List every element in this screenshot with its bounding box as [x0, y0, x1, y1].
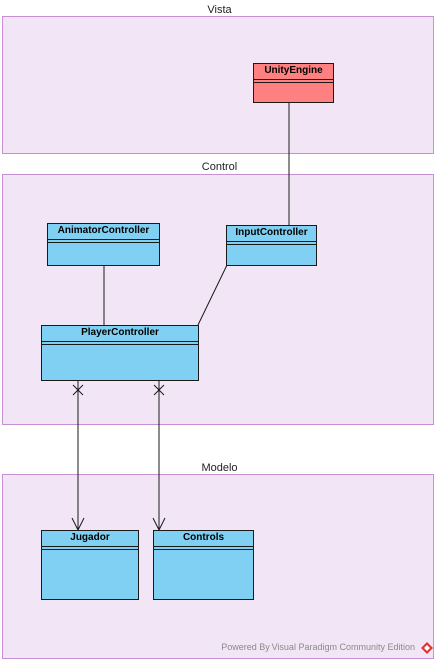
non-navigable-x-icon	[72, 384, 84, 396]
class-player-controller[interactable]: PlayerController	[41, 325, 199, 381]
class-name-player-controller: PlayerController	[81, 327, 159, 338]
package-label-control: Control	[201, 161, 238, 173]
class-separator	[154, 549, 253, 550]
class-separator	[42, 546, 138, 547]
package-vista	[2, 16, 434, 154]
package-label-modelo: Modelo	[201, 462, 238, 474]
class-separator	[42, 344, 198, 345]
class-separator	[227, 244, 316, 245]
class-separator	[42, 341, 198, 342]
association-input-player	[197, 264, 228, 326]
class-name-controls: Controls	[182, 532, 225, 543]
class-separator	[227, 241, 316, 242]
class-name-input-controller: InputController	[235, 227, 308, 238]
non-navigable-x-icon	[153, 384, 165, 396]
package-control	[2, 174, 434, 425]
footer-watermark-text: Powered By Visual Paradigm Community Edi…	[221, 642, 415, 652]
class-separator	[48, 239, 159, 240]
class-input-controller[interactable]: InputController	[226, 225, 317, 266]
visual-paradigm-logo-icon	[421, 642, 433, 654]
class-unity-engine[interactable]: UnityEngine	[253, 63, 334, 103]
class-separator	[154, 546, 253, 547]
class-name-jugador: Jugador	[70, 532, 110, 543]
class-name-unity-engine: UnityEngine	[264, 65, 323, 76]
class-jugador[interactable]: Jugador	[41, 530, 139, 600]
class-animator-controller[interactable]: AnimatorController	[47, 223, 160, 266]
package-label-vista: Vista	[207, 4, 232, 16]
class-separator	[254, 79, 333, 80]
class-separator	[48, 242, 159, 243]
class-separator	[42, 549, 138, 550]
class-name-animator-controller: AnimatorController	[57, 225, 150, 236]
class-separator	[254, 82, 333, 83]
class-controls[interactable]: Controls	[153, 530, 254, 600]
